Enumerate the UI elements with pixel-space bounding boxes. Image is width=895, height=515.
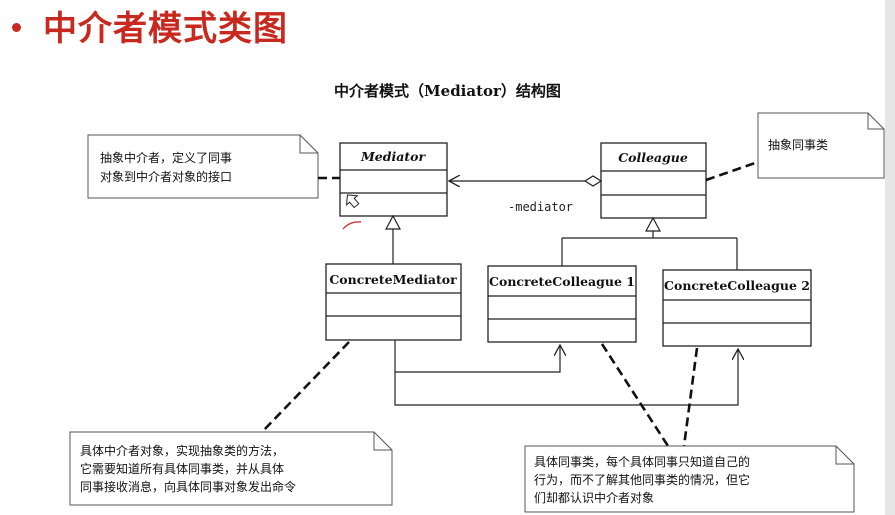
class-name-concrete-mediator: ConcreteMediator	[329, 272, 457, 287]
aggregation-diamond-icon	[583, 175, 603, 187]
note-concrete-mediator-line-3: 同事接收消息，向具体同事对象发出命令	[80, 479, 296, 494]
note-mediator-line-2: 对象到中介者对象的接口	[100, 169, 232, 184]
mouse-cursor-icon	[345, 194, 360, 209]
note-mediator: 抽象中介者，定义了同事 对象到中介者对象的接口	[87, 134, 319, 199]
association-role-label: -mediator	[508, 200, 573, 214]
note-concrete-colleague-line-3: 们却都认识中介者对象	[534, 490, 654, 505]
note-colleague: 抽象同事类	[757, 112, 885, 179]
note-connector	[705, 160, 759, 182]
note-concrete-mediator: 具体中介者对象，实现抽象类的方法， 它需要知道所有具体同事类，并从具体 同事接收…	[69, 431, 393, 506]
generalization-concrete-colleagues	[561, 216, 738, 270]
note-connector	[600, 343, 670, 447]
note-concrete-colleague-line-2: 行为，而不了解其他同事类的情况，但它	[534, 472, 750, 487]
note-concrete-mediator-line-2: 它需要知道所有具体同事类，并从具体	[80, 461, 284, 476]
class-name-mediator: Mediator	[360, 149, 426, 164]
inheritance-triangle-icon	[644, 216, 662, 232]
inheritance-triangle-icon	[384, 214, 402, 230]
red-annotation-stroke	[342, 221, 362, 230]
class-concrete-colleague-1: ConcreteColleague 1	[487, 265, 637, 343]
class-concrete-colleague-2: ConcreteColleague 2	[662, 269, 812, 347]
bullet-icon	[12, 22, 21, 32]
slide-title: 中介者模式类图	[12, 0, 288, 50]
right-edge-strip	[885, 0, 895, 515]
note-concrete-colleague-line-1: 具体同事类，每个具体同事只知道自己的	[534, 454, 750, 469]
class-name-concrete-colleague-1: ConcreteColleague 1	[489, 274, 635, 289]
class-colleague: Colleague	[600, 142, 707, 219]
note-concrete-colleague: 具体同事类，每个具体同事只知道自己的 行为，而不了解其他同事类的情况，但它 们却…	[524, 445, 855, 513]
note-connector	[261, 341, 350, 433]
note-connector	[682, 347, 699, 447]
generalization-concrete-mediator	[384, 214, 402, 264]
association-concrete-colleagues	[394, 340, 738, 406]
note-concrete-mediator-line-1: 具体中介者对象，实现抽象类的方法，	[80, 443, 284, 458]
class-name-colleague: Colleague	[618, 150, 688, 165]
diagram-title: 中介者模式（Mediator）结构图	[334, 82, 561, 100]
slide-title-text: 中介者模式类图	[43, 8, 288, 49]
note-colleague-line-1: 抽象同事类	[768, 138, 828, 152]
note-mediator-line-1: 抽象中介者，定义了同事	[100, 150, 232, 165]
class-concrete-mediator: ConcreteMediator	[325, 263, 462, 341]
class-name-concrete-colleague-2: ConcreteColleague 2	[664, 278, 810, 293]
association-mediator: -mediator	[449, 175, 603, 214]
